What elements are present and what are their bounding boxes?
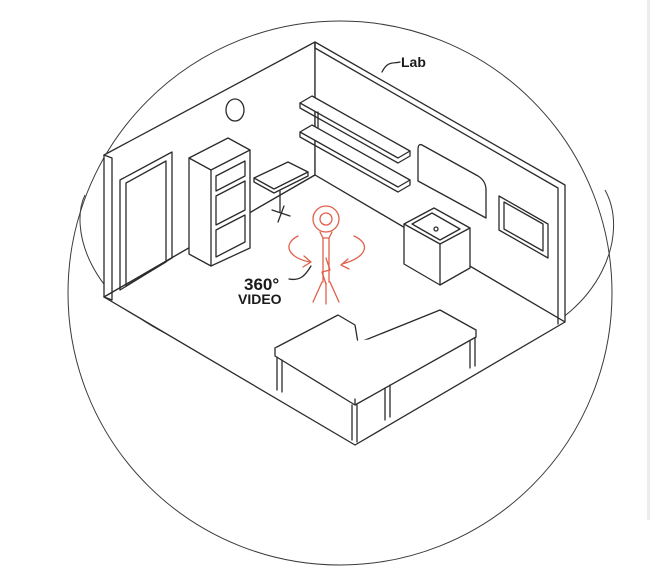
rotation-indicator	[321, 257, 331, 285]
cabinet-drawer-top	[215, 160, 246, 192]
cabinet-drawer-bottom	[215, 214, 246, 258]
rotation-arrowhead-left-icon	[302, 255, 312, 268]
bench-leg-left	[276, 356, 283, 393]
camera-leader-line	[288, 265, 312, 281]
bench	[274, 309, 477, 443]
wall-clock-icon	[225, 98, 245, 122]
shelf-lower-edge	[299, 131, 411, 193]
cabinet-drawer-middle	[215, 180, 246, 226]
bench-leg-front	[351, 404, 358, 443]
right-wall-edge	[314, 41, 559, 325]
door-panel	[125, 160, 167, 287]
labels: Lab 360° VIDEO	[238, 54, 426, 307]
cabinet	[188, 137, 251, 267]
rotation-arrow-right-icon	[341, 235, 366, 265]
left-wall-edge	[103, 154, 113, 301]
room	[103, 41, 566, 446]
cabinet-body	[188, 137, 251, 267]
sink-body	[403, 207, 471, 286]
right-edge-divider	[647, 0, 650, 520]
bench-leg-right	[469, 337, 476, 369]
lab-leader-line	[381, 61, 401, 73]
stool	[253, 161, 309, 223]
door	[119, 151, 173, 291]
picture-frame	[498, 195, 549, 259]
shelves	[299, 95, 411, 193]
room-label: Lab	[401, 54, 426, 70]
camera-tripod	[312, 281, 340, 305]
camera-lens-icon	[319, 212, 333, 226]
shelf-upper-edge	[299, 102, 411, 164]
frame-outer	[498, 195, 549, 259]
rotation-arrow-left-icon	[288, 235, 311, 263]
sink	[403, 207, 471, 286]
camera-head-icon	[312, 205, 340, 233]
sink-basin	[411, 212, 461, 241]
bench-leg-middle	[384, 384, 391, 421]
sphere-outline	[67, 20, 613, 566]
camera-mount	[319, 231, 333, 239]
sink-drain-icon	[433, 226, 439, 232]
camera-label-line2: VIDEO	[238, 291, 282, 307]
whiteboard	[417, 143, 487, 219]
camera-360	[288, 205, 366, 305]
stool-edge	[253, 171, 309, 194]
frame-inner	[503, 201, 544, 252]
camera-label-line1: 360°	[244, 275, 279, 294]
rotation-arrowhead-right-icon	[340, 258, 350, 270]
stool-base	[271, 205, 291, 223]
